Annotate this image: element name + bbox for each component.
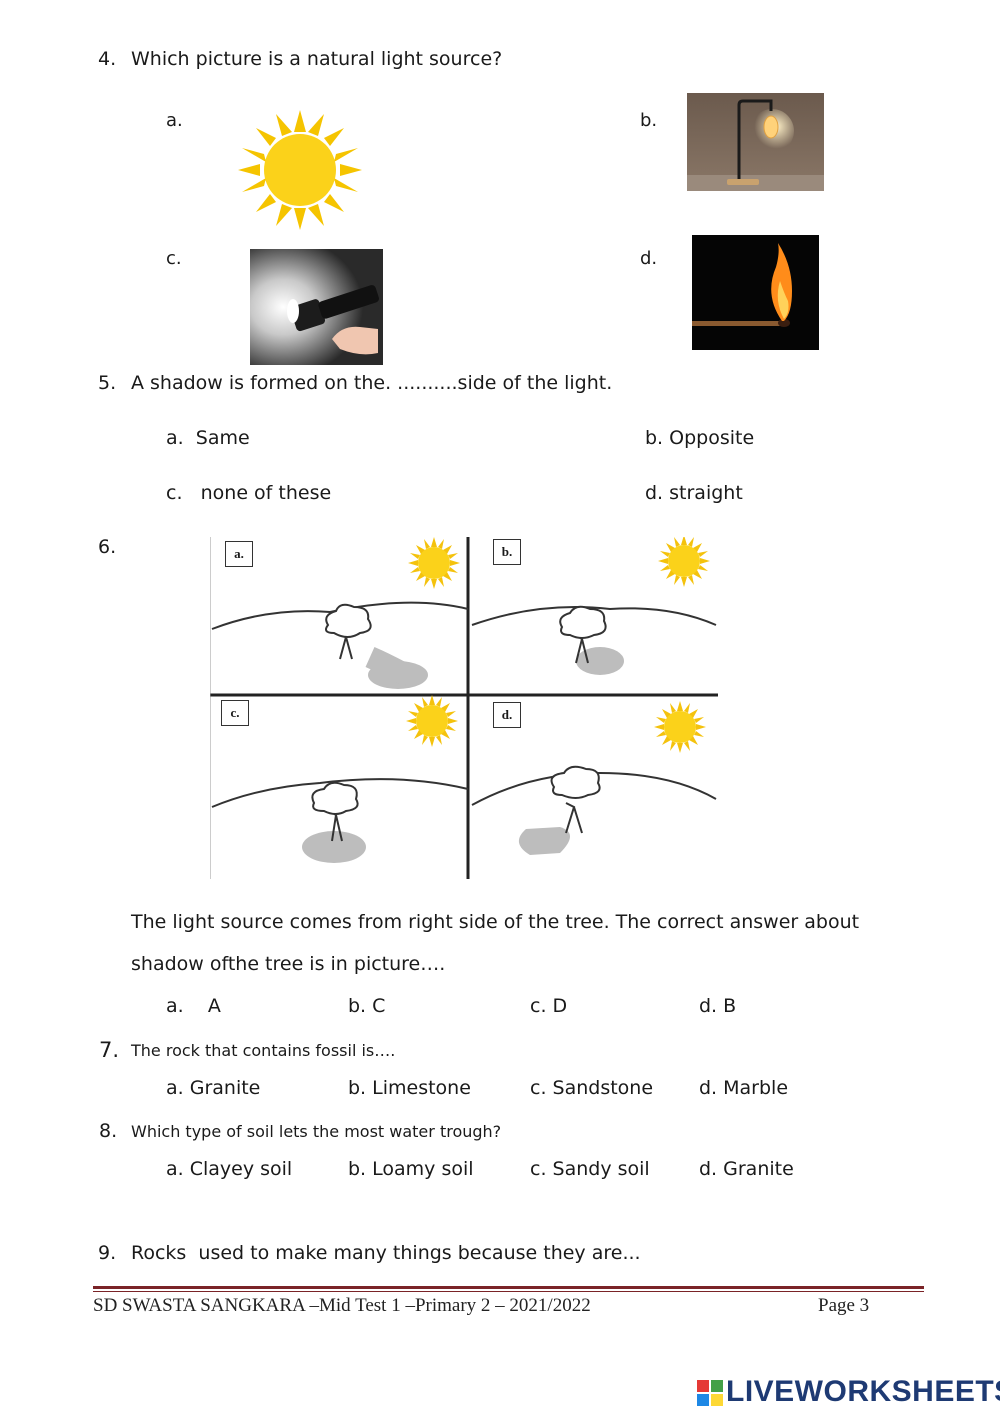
q9-text: Rocks used to make many things because t…	[131, 1242, 641, 1264]
q8-option-a: a. Clayey soil	[166, 1158, 293, 1180]
liveworksheets-logo-icon	[697, 1380, 723, 1406]
tree-shadow-diagram: a. b. c. d.	[210, 537, 718, 879]
sun-picture	[238, 110, 362, 230]
q7-option-b: b. Limestone	[348, 1077, 471, 1099]
q5-option-c: c. none of these	[166, 482, 332, 504]
diagram-drawing	[210, 537, 718, 879]
q5-option-b: b. Opposite	[645, 427, 755, 449]
q4-option-a-label: a.	[166, 110, 183, 131]
q4-number: 4.	[98, 48, 117, 70]
q8-option-d: d. Granite	[699, 1158, 794, 1180]
panel-b-label: b.	[493, 539, 521, 565]
match-flame-picture	[692, 235, 819, 350]
q6-option-b: b. C	[348, 995, 386, 1017]
q8-number: 8.	[99, 1120, 118, 1142]
liveworksheets-brand[interactable]: LIVEWORKSHEETS	[726, 1375, 1000, 1408]
page-number: Page 3	[818, 1295, 870, 1316]
q7-option-d: d. Marble	[699, 1077, 789, 1099]
q4-text: Which picture is a natural light source?	[131, 48, 503, 70]
q5-option-a: a. Same	[166, 427, 250, 449]
panel-c-label: c.	[221, 700, 249, 726]
q7-option-c: c. Sandstone	[530, 1077, 654, 1099]
q9-number: 9.	[98, 1242, 117, 1264]
q5-number: 5.	[98, 372, 117, 394]
q6-text-line1: The light source comes from right side o…	[131, 911, 860, 933]
q4-option-c-label: c.	[166, 248, 182, 269]
q8-option-c: c. Sandy soil	[530, 1158, 650, 1180]
q6-option-d: d. B	[699, 995, 737, 1017]
footer-rule-thin	[93, 1291, 924, 1292]
q5-text: A shadow is formed on the. ..........sid…	[131, 372, 613, 394]
q6-number: 6.	[98, 536, 117, 558]
q7-number: 7.	[99, 1038, 120, 1062]
footer-left-text: SD SWASTA SANGKARA –Mid Test 1 –Primary …	[93, 1295, 591, 1316]
q6-option-a: a. A	[166, 995, 221, 1017]
q6-text-line2: shadow ofthe tree is in picture….	[131, 953, 446, 975]
q4-option-d-label: d.	[640, 248, 658, 269]
panel-a-label: a.	[225, 541, 253, 567]
panel-d-label: d.	[493, 702, 521, 728]
q4-option-b-label: b.	[640, 110, 658, 131]
q6-option-c: c. D	[530, 995, 568, 1017]
footer-rule-thick	[93, 1286, 924, 1289]
q7-text: The rock that contains fossil is….	[131, 1041, 396, 1060]
q5-option-d: d. straight	[645, 482, 743, 504]
flashlight-picture	[250, 249, 383, 365]
lamp-picture	[687, 93, 824, 191]
q7-option-a: a. Granite	[166, 1077, 261, 1099]
q8-text: Which type of soil lets the most water t…	[131, 1122, 502, 1141]
q8-option-b: b. Loamy soil	[348, 1158, 474, 1180]
